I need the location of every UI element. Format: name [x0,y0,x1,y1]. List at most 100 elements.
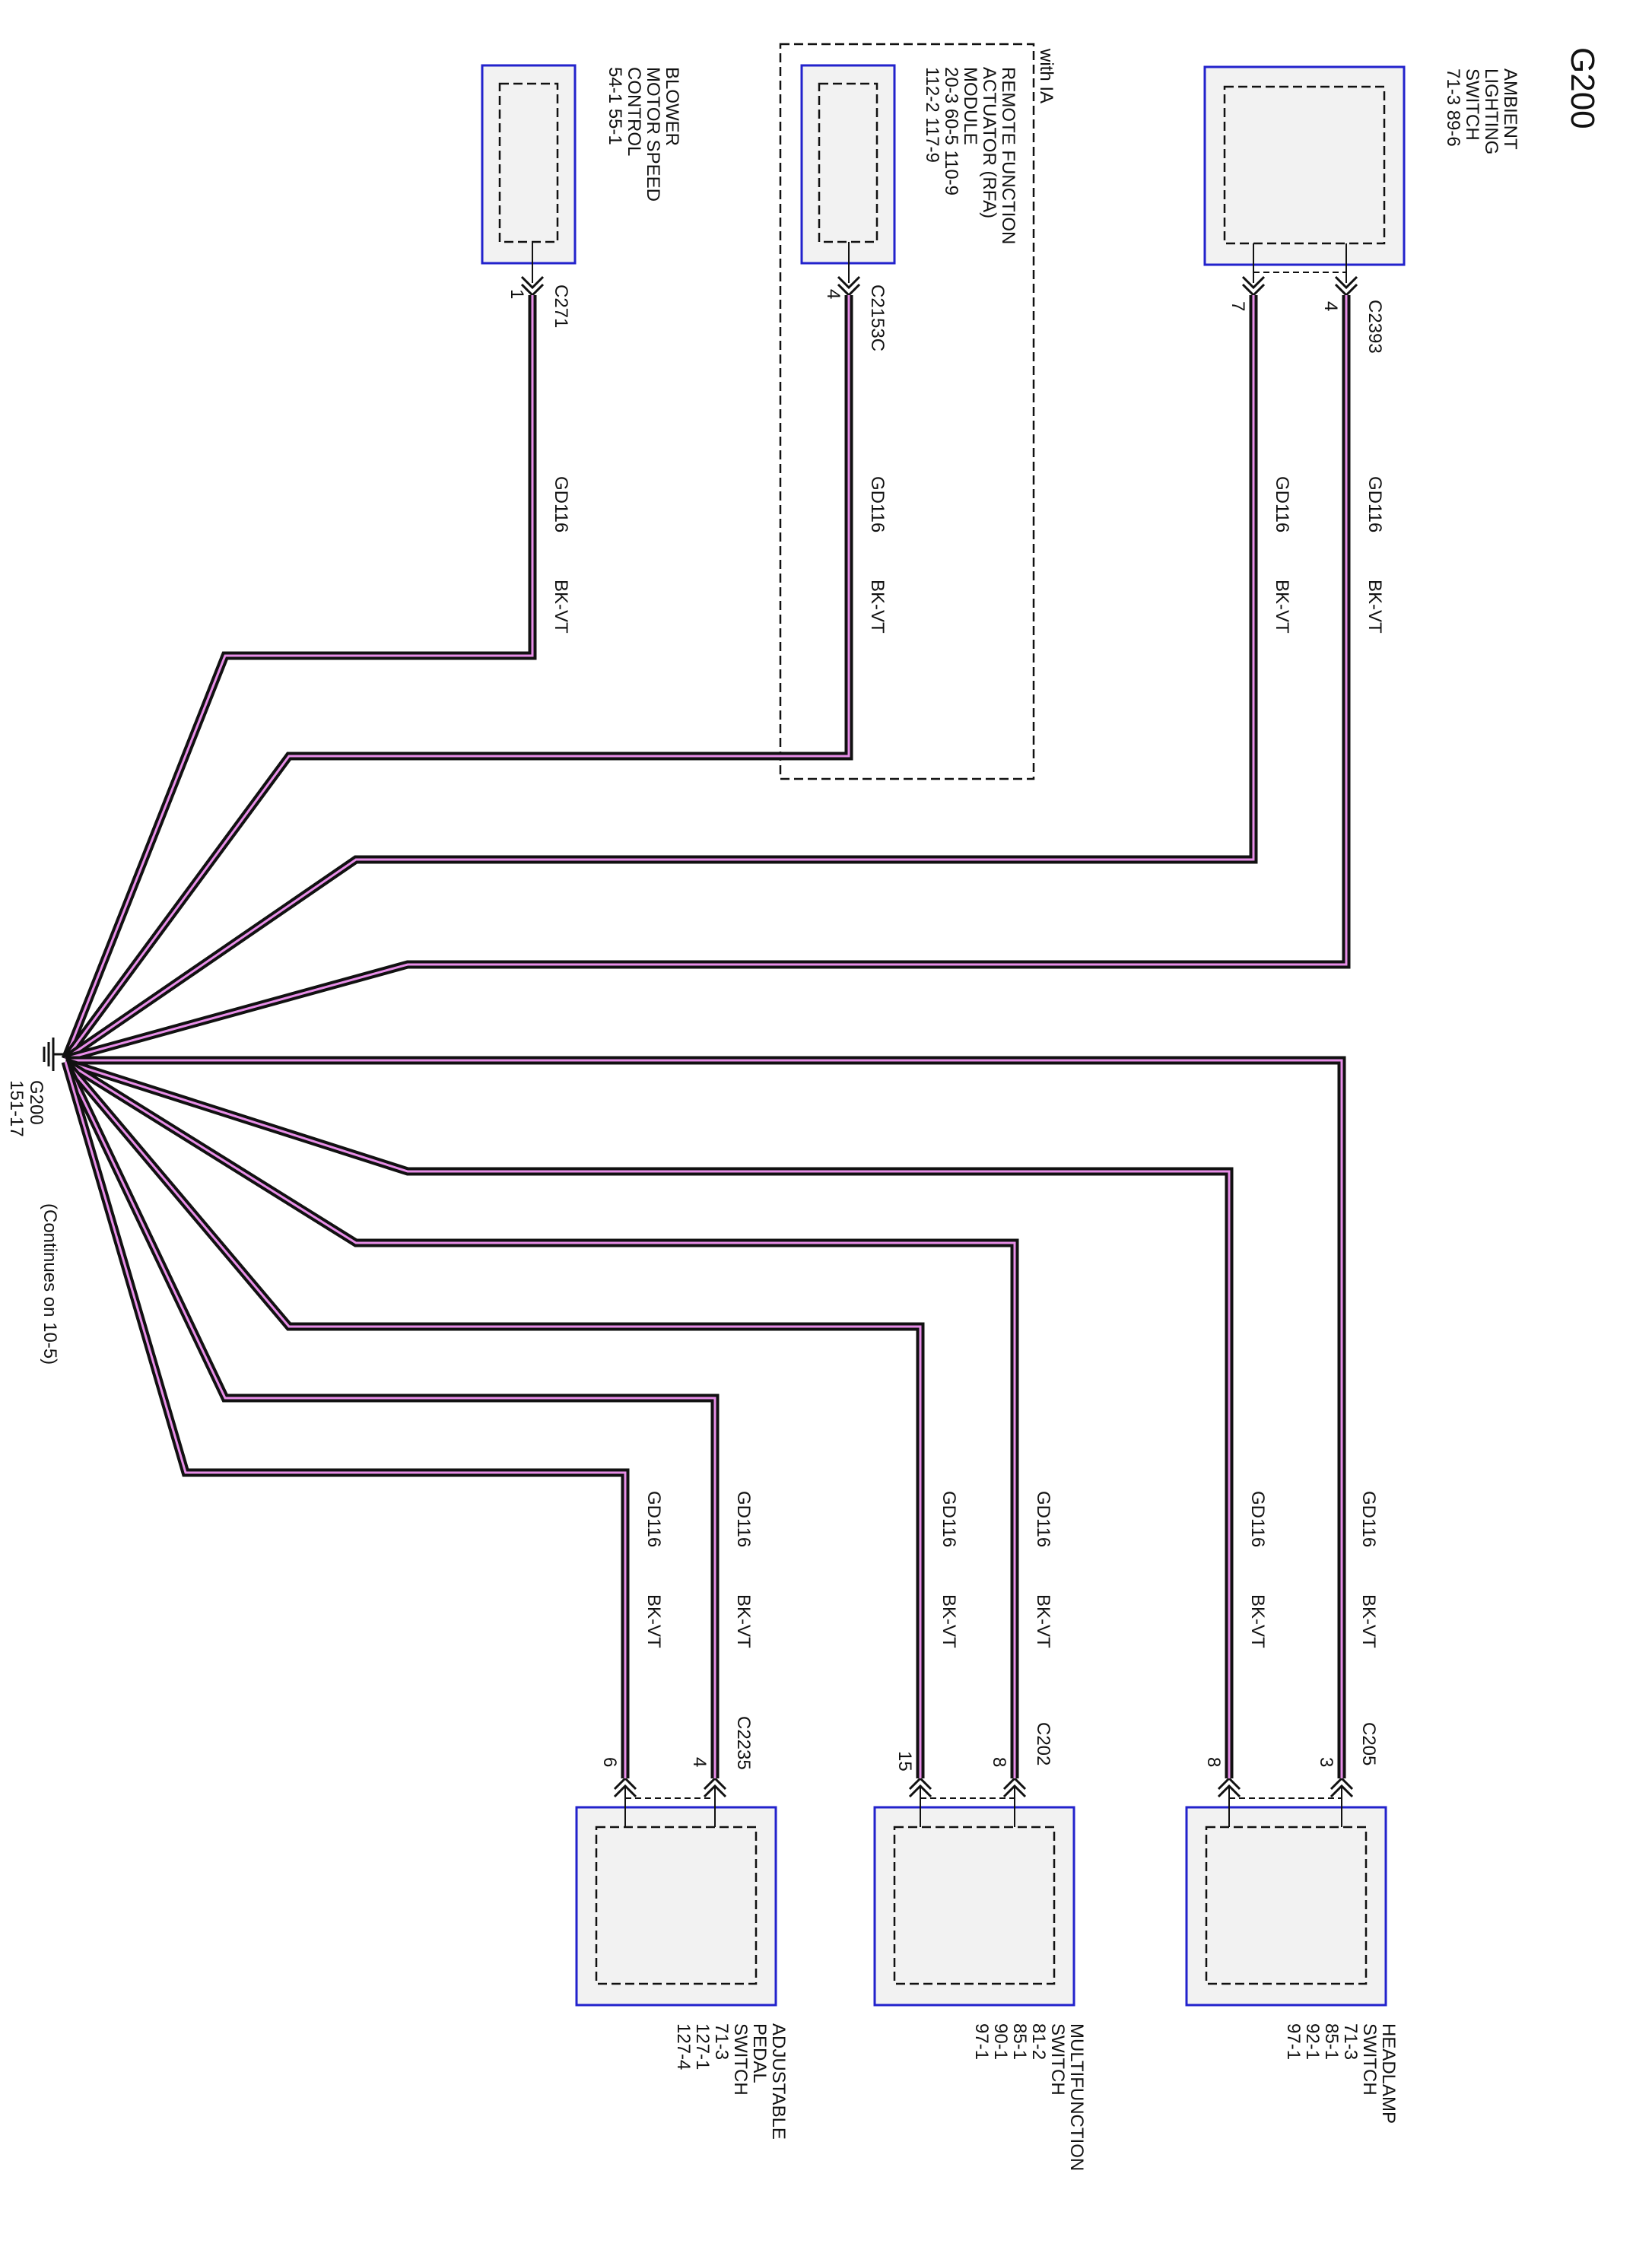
label-line: BLOWER [662,67,682,146]
label-line: 81-2 [1028,2023,1049,2060]
pin-number: 1 [507,289,527,299]
wire-adjustable-4 [62,1060,720,1778]
wire-ambient-7 [62,295,1258,1063]
label-line: 90-1 [990,2023,1011,2060]
component-adjustable [575,1806,777,2007]
wire-color-label: BK-VT [551,580,571,634]
pin-number: 4 [823,289,843,299]
label-line: AMBIENT [1500,68,1520,150]
option-box-label: with IA [1036,48,1056,103]
label-line: 20-3 60-5 110-9 [941,67,961,195]
label-line: 97-1 [971,2023,992,2060]
wire-ambient-4 [64,295,1351,1063]
label-line: CONTROL [624,67,644,156]
connector-c202: C202 [1033,1722,1053,1765]
pin-number: 3 [1316,1757,1336,1767]
wire-color-label: BK-VT [1358,1594,1379,1648]
ground-name: G200 [26,1080,46,1125]
label-ambient: AMBIENT LIGHTING SWITCH 71-3 89-6 [1443,68,1520,154]
label-line: 112-2 117-9 [922,67,942,163]
label-multifunction: MULTIFUNCTION SWITCH 81-2 85-1 90-1 97-1 [971,2023,1087,2171]
connector-c2153c: C2153C [867,284,888,351]
label-line: SWITCH [1462,68,1482,141]
label-rfa: REMOTE FUNCTION ACTUATOR (RFA) MODULE 20… [922,67,1018,244]
wire-adjustable-6 [61,1060,630,1778]
component-headlamp [1185,1806,1387,2007]
label-line: 85-1 [1321,2023,1342,2060]
wire-circuit-label: GD116 [1364,476,1385,532]
component-rfa [800,64,896,265]
label-line: LIGHTING [1481,68,1501,154]
label-line: 71-3 89-6 [1443,68,1463,147]
pin-number: 8 [1203,1757,1224,1767]
wire-circuit-label: GD116 [939,1491,959,1547]
wire-color-label: BK-VT [939,1594,959,1648]
wire-circuit-label: GD116 [867,476,888,532]
pin-number: 15 [894,1751,915,1772]
connector-c271: C271 [551,284,571,328]
label-line: 92-1 [1302,2023,1323,2060]
label-line: SWITCH [1359,2023,1380,2096]
wire-circuit-label: GD116 [643,1491,664,1547]
wire-headlamp-3 [65,1056,1346,1778]
wire-color-label: BK-VT [1247,1594,1268,1648]
wire-rfa [62,295,853,1062]
component-ambient [1203,65,1406,266]
wire-headlamp-8 [64,1057,1234,1778]
wire-circuit-label: GD116 [1033,1491,1053,1547]
label-blower: BLOWER MOTOR SPEED CONTROL 54-1 55-1 [605,67,682,202]
label-line: 54-1 55-1 [605,67,625,145]
wires [61,295,1351,1778]
label-line: 127-4 [673,2023,694,2070]
connector-c2393: C2393 [1364,300,1385,354]
wire-labels: GD116 BK-VT GD116 BK-VT GD116 BK-VT GD11… [551,476,1385,1648]
wire-color-label: BK-VT [1033,1594,1053,1648]
pin-number: 7 [1228,301,1248,311]
label-line: 85-1 [1009,2023,1030,2060]
component-multifunction [873,1806,1075,2007]
option-box [779,43,1035,780]
pin-stubs [532,242,1347,1827]
wire-circuit-label: GD116 [1272,476,1292,532]
wire-circuit-label: GD116 [551,476,571,532]
wire-blower [61,295,537,1061]
component-blower [481,64,577,265]
pin-number: 8 [989,1757,1009,1767]
ground-ref: 151-17 [6,1080,27,1137]
label-line: ADJUSTABLE [768,2023,789,2140]
label-line: ACTUATOR (RFA) [979,67,999,218]
label-line: 97-1 [1283,2023,1304,2060]
wire-color-label: BK-VT [643,1594,664,1648]
wire-color-label: BK-VT [867,580,888,634]
label-line: PEDAL [749,2023,770,2083]
ground-note: (Continues on 10-5) [40,1203,60,1365]
pin-number: 6 [599,1757,620,1767]
label-line: MOTOR SPEED [643,67,663,202]
wire-circuit-label: GD116 [1247,1491,1268,1547]
label-adjustable: ADJUSTABLE PEDAL SWITCH 71-3 127-1 127-4 [673,2023,789,2140]
wire-multifunction-8 [63,1058,1019,1778]
wire-color-label: BK-VT [733,1594,754,1648]
label-line: MULTIFUNCTION [1066,2023,1087,2171]
wire-circuit-label: GD116 [1358,1491,1379,1547]
wire-color-label: BK-VT [1272,580,1292,634]
label-line: SWITCH [1047,2023,1068,2096]
label-headlamp: HEADLAMP SWITCH 71-3 85-1 92-1 97-1 [1283,2023,1399,2124]
label-line: 127-1 [692,2023,713,2070]
label-line: MODULE [960,67,980,145]
label-line: SWITCH [730,2023,751,2096]
connector-c2235: C2235 [733,1716,754,1770]
pin-number: 4 [689,1757,710,1767]
wire-multifunction-15 [62,1059,925,1778]
ground-symbol [43,1038,71,1071]
label-line: HEADLAMP [1378,2023,1399,2124]
label-line: 71-3 [1340,2023,1361,2060]
wire-color-label: BK-VT [1364,580,1385,634]
label-line: 71-3 [711,2023,732,2060]
pin-number: 4 [1320,301,1341,311]
page-title: G200 [1564,47,1601,129]
label-line: REMOTE FUNCTION [998,67,1018,244]
connector-c205: C205 [1358,1722,1379,1765]
wire-circuit-label: GD116 [733,1491,754,1547]
